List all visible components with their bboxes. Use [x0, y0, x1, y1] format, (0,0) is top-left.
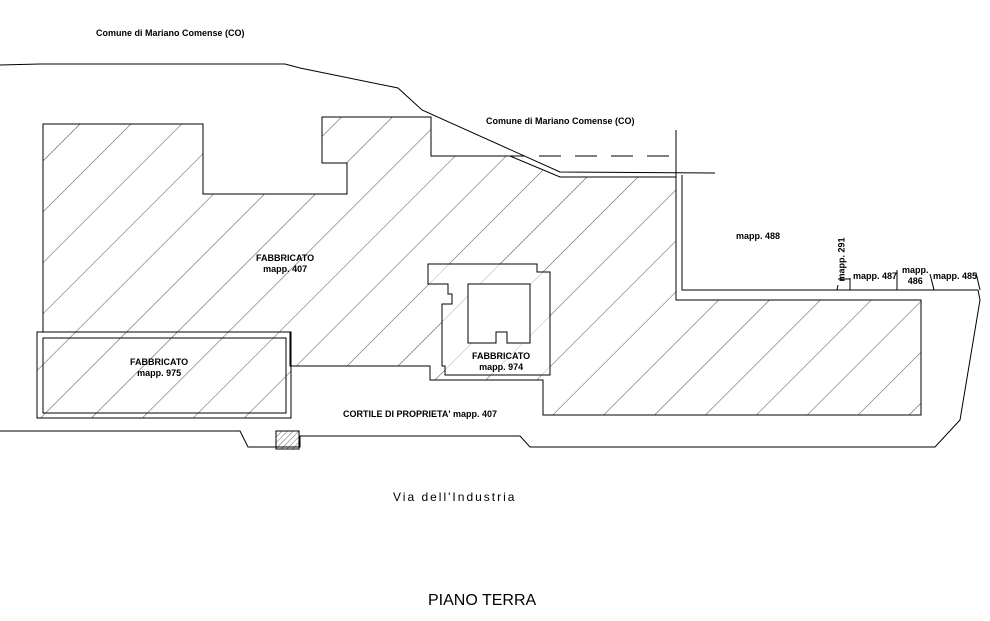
fabbricato-974-label: FABBRICATO mapp. 974 — [472, 351, 530, 373]
fabbricato-407-label: FABBRICATO mapp. 407 — [256, 253, 314, 275]
comune-label-mid: Comune di Mariano Comense (CO) — [486, 116, 635, 126]
mapp-486-line1: mapp. — [902, 265, 929, 275]
mapp-975-label: mapp. 975 — [137, 368, 182, 378]
mapp-407-label: mapp. 407 — [263, 264, 308, 274]
fabbricato-975-label: FABBRICATO mapp. 975 — [130, 357, 188, 379]
street-name: Via dell'Industria — [393, 490, 517, 504]
mapp-974-label: mapp. 974 — [479, 362, 524, 372]
small-structure — [275, 430, 300, 450]
mapp-486-label: mapp. 486 — [902, 265, 929, 287]
building-974-core — [467, 283, 531, 344]
comune-label-top: Comune di Mariano Comense (CO) — [96, 28, 245, 38]
cortile-label: CORTILE DI PROPRIETA' mapp. 407 — [343, 409, 497, 419]
building-975 — [36, 331, 292, 419]
drawing-title: PIANO TERRA — [428, 592, 537, 609]
mapp-486-line2: 486 — [907, 276, 923, 286]
lot-boundary-north — [0, 63, 716, 174]
mapp-488-label: mapp. 488 — [736, 231, 781, 241]
fabbricato-974-title: FABBRICATO — [472, 351, 531, 361]
fabbricato-407-title: FABBRICATO — [256, 253, 315, 263]
lot-boundary-south — [0, 289, 981, 448]
mapp-485-label: mapp. 485 — [933, 271, 978, 281]
fabbricato-975-title: FABBRICATO — [130, 357, 189, 367]
mapp-291-label: mapp. 291 — [836, 237, 847, 282]
mapp-488-boundary — [681, 175, 978, 291]
mapp-487-label: mapp. 487 — [853, 271, 898, 281]
